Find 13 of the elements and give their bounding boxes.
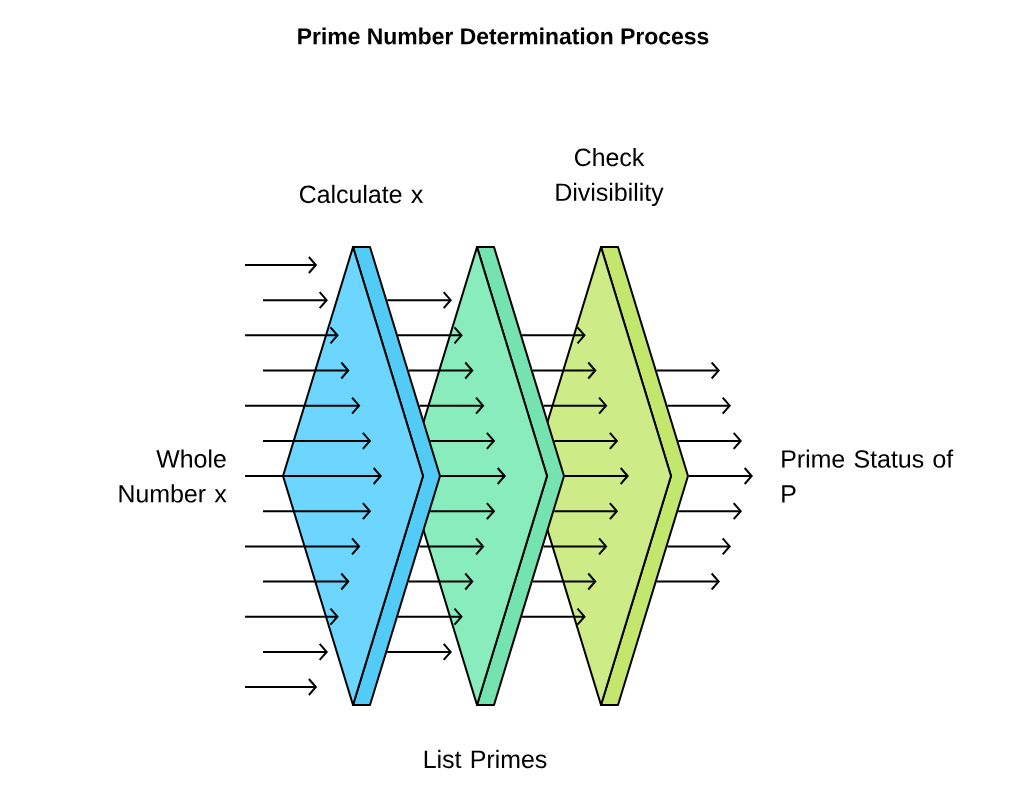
arrow [655,572,720,591]
arrow [666,396,731,415]
stage-label: Calculate x [300,184,423,204]
arrow [666,537,731,556]
stage-label: List Primes [424,749,547,769]
stage-label: Check Divisibility [556,147,664,207]
output-label: Prime Status of P [782,449,954,503]
arrow [677,502,742,521]
arrow [688,467,753,485]
title: Prime Number Determination Process [298,27,709,45]
input-label: Whole Number x [119,449,227,503]
arrow [677,431,742,450]
arrow [655,361,720,380]
